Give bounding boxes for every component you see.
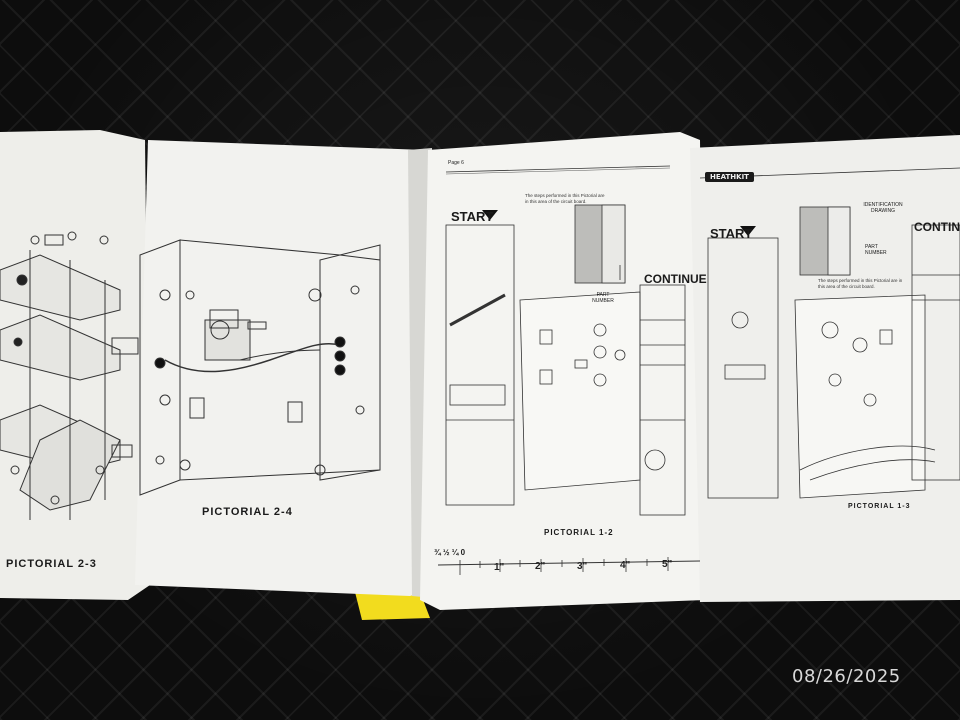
pictorial-1-3-drawing <box>699 167 960 499</box>
part-number-label-right: PART NUMBER <box>865 244 887 256</box>
start-heading-right: START <box>710 226 753 241</box>
start-heading: START <box>451 209 494 224</box>
ruler-label-1: 1" <box>494 562 505 573</box>
ruler-ticks <box>459 557 669 575</box>
start-arrow-icon <box>482 210 498 220</box>
intro-note: The steps performed in this Pictorial ar… <box>525 193 605 204</box>
heathkit-logo: HEATHKIT <box>705 172 754 182</box>
start-arrow-icon-right <box>740 226 756 236</box>
pictorial-1-2-caption: PICTORIAL 1-2 <box>544 528 614 537</box>
ruler-label-5: 5" <box>662 559 673 570</box>
yellow-cover-edge <box>355 592 430 620</box>
ruler-label-4: 4" <box>620 560 631 571</box>
continue-heading-right: CONTINU <box>914 220 960 234</box>
middle-left-page <box>135 140 428 596</box>
intro-note-right: The steps performed in this Pictorial ar… <box>818 278 903 289</box>
pictorial-2-4-drawing <box>139 239 381 496</box>
continue-heading: CONTINUE <box>644 272 707 286</box>
ruler-label-2: 2" <box>535 561 546 572</box>
date-stamp: 08/26/2025 <box>792 666 901 687</box>
ruler-fraction: ¾ ½ ¼ 0 <box>434 548 466 557</box>
pictorial-2-3-caption: PICTORIAL 2-3 <box>6 558 97 570</box>
identification-label: IDENTIFICATION DRAWING <box>863 202 903 214</box>
page-number: Page 6 <box>448 160 464 166</box>
pictorial-1-2-drawing <box>437 165 701 566</box>
ruler-label-3: 3" <box>577 561 588 572</box>
pictorial-2-4-caption: PICTORIAL 2-4 <box>202 506 293 518</box>
pictorial-2-3-drawing <box>0 231 139 520</box>
pictorial-1-3-caption: PICTORIAL 1-3 <box>848 503 911 510</box>
part-number-label: PART NUMBER <box>592 292 614 304</box>
